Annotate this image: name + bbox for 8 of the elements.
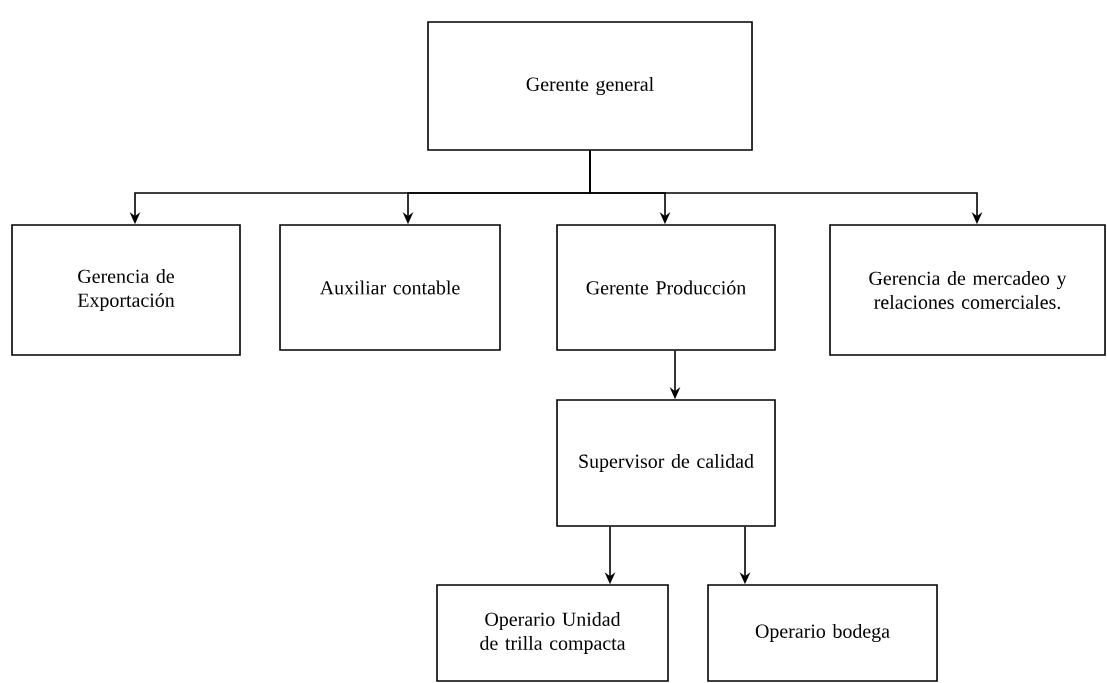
org-box: Operario bodega (707, 584, 938, 682)
org-box: Auxiliar contable (279, 224, 501, 351)
org-box: Gerente general (427, 21, 753, 151)
org-box: Supervisor de calidad (556, 399, 776, 527)
org-box: Gerente Producción (556, 224, 776, 351)
org-box: Gerencia de mercadeo y relaciones comerciales. (829, 224, 1106, 356)
org-box: Operario Unidad de trilla compacta (436, 584, 669, 682)
org-box: Gerencia de Exportación (11, 224, 241, 356)
